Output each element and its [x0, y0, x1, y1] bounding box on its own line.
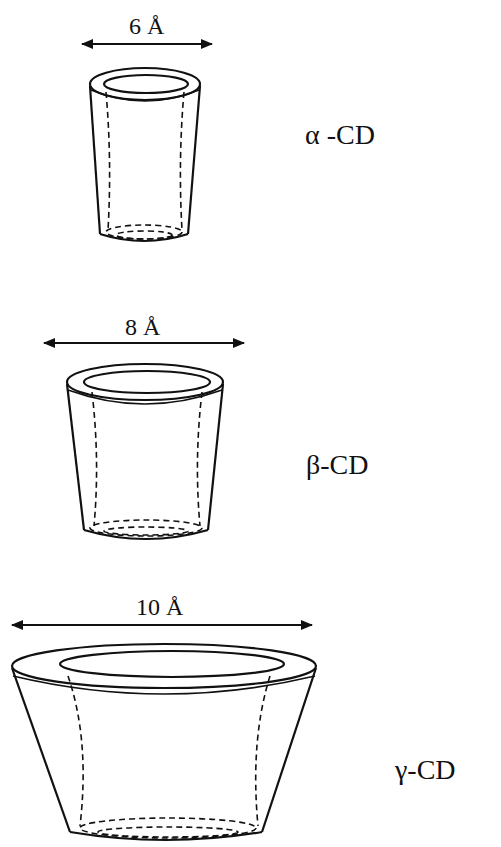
- cd-name: α -CD: [303, 121, 377, 149]
- width-arrow: [44, 342, 244, 344]
- rim-inner: [84, 371, 210, 393]
- dimension-label: 6 Å: [127, 14, 166, 38]
- dimension-label: 10 Å: [134, 595, 185, 619]
- width-arrow: [12, 624, 312, 626]
- width-arrow: [82, 43, 212, 45]
- cd-name: β-CD: [304, 451, 370, 479]
- rim-outer: [12, 644, 316, 688]
- rim-outer: [67, 364, 223, 400]
- rim-inner: [60, 651, 284, 677]
- rim-inner: [104, 75, 188, 93]
- cd-name: γ-CD: [393, 756, 458, 784]
- dimension-label: 8 Å: [123, 315, 162, 339]
